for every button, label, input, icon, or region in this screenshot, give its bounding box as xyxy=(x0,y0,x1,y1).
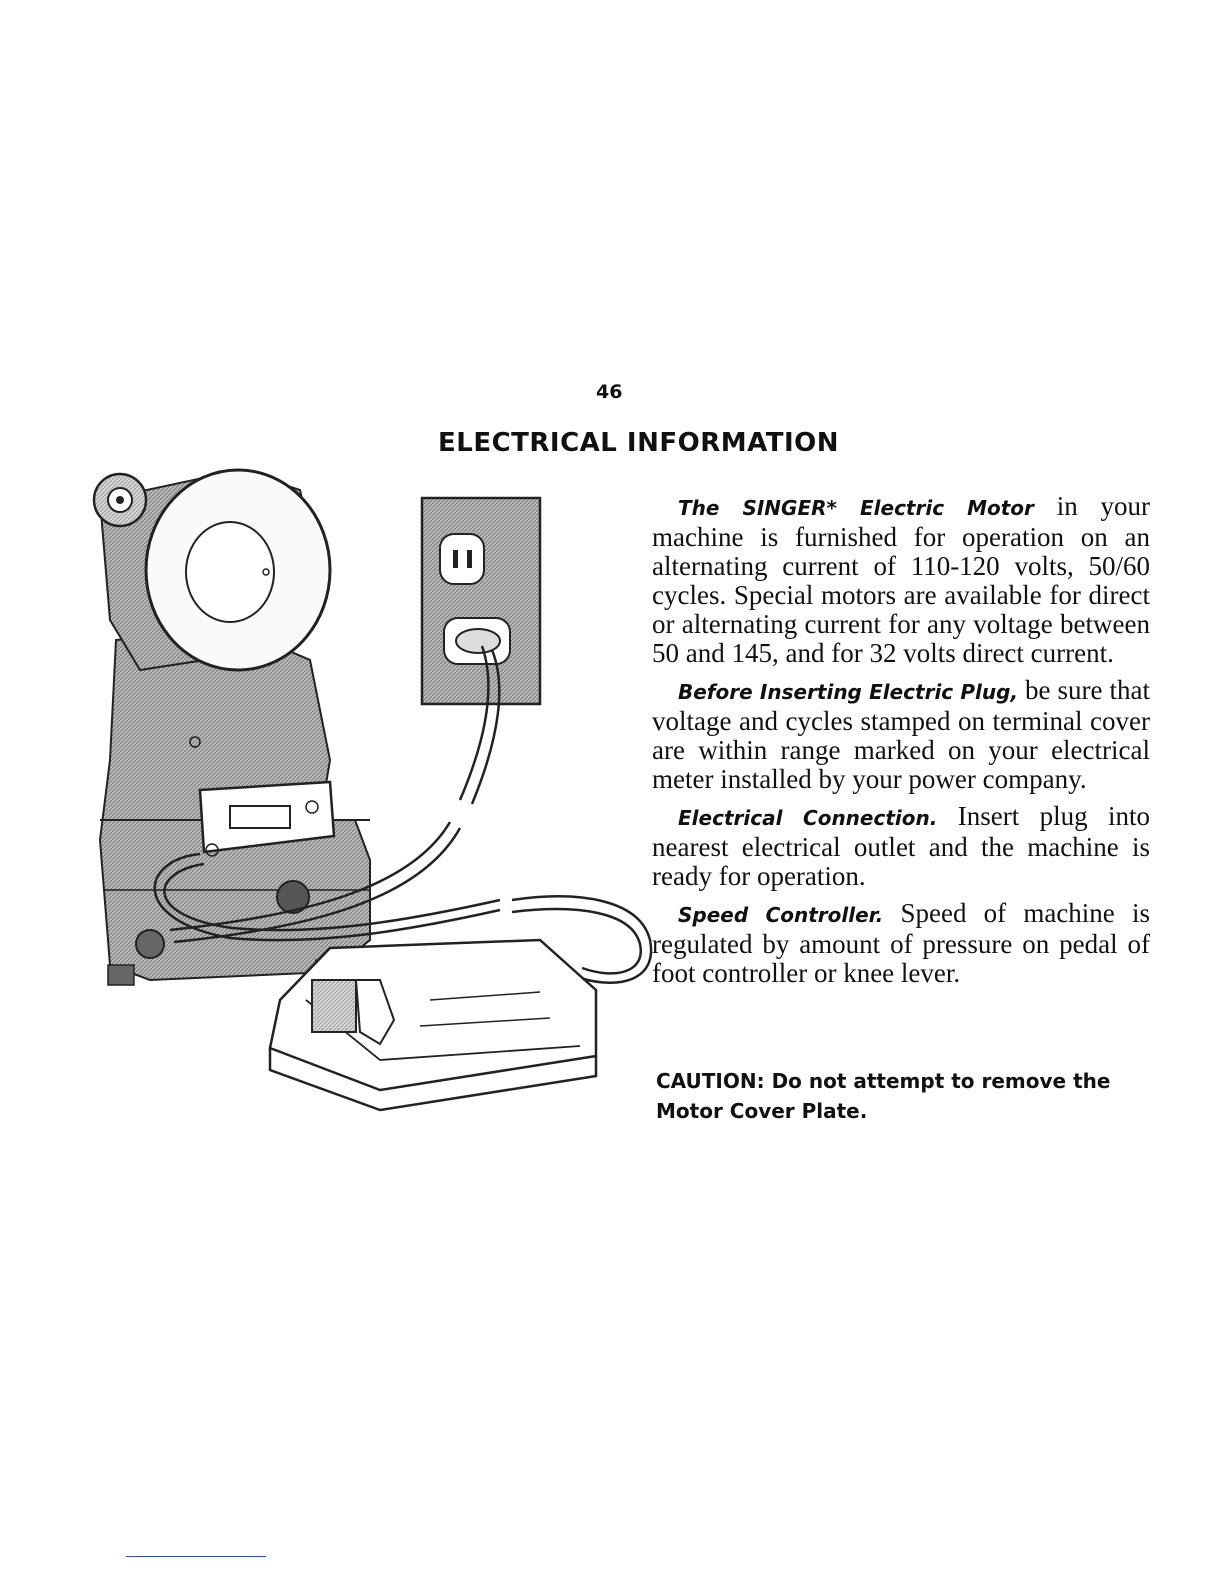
caution-text: Do not attempt to remove the Motor Cover… xyxy=(656,1069,1111,1123)
paragraph-lead: The SINGER* Electric Motor xyxy=(678,496,1034,520)
paragraph-text: in your machine is furnished for operati… xyxy=(652,491,1151,668)
paragraph-lead: Speed Controller. xyxy=(678,903,884,927)
paragraph-text: Speed of machine is regulated by amount … xyxy=(652,898,1150,988)
caution-note: CAUTION: Do not attempt to remove the Mo… xyxy=(656,1066,1126,1126)
terminal-cover-plate-icon xyxy=(198,780,336,857)
paragraph-lead: Electrical Connection. xyxy=(678,806,938,830)
page-number: 46 xyxy=(596,381,623,403)
footer-rule xyxy=(126,1556,266,1557)
paragraph-speed: Speed Controller. Speed of machine is re… xyxy=(652,899,1150,988)
foot-controller-icon xyxy=(268,938,598,1112)
paragraph-plug: Before Inserting Electric Plug, be sure … xyxy=(652,676,1150,794)
motor-icon xyxy=(92,468,332,672)
motor-outlet-controller-illustration xyxy=(80,460,660,1130)
caution-label: CAUTION: xyxy=(656,1069,765,1093)
power-cord-icon xyxy=(153,645,653,984)
paragraph-connection: Electrical Connection. Insert plug into … xyxy=(652,802,1150,891)
body-text: The SINGER* Electric Motor in your machi… xyxy=(652,492,1150,996)
paragraph-text: Insert plug into nearest electrical outl… xyxy=(652,801,1150,891)
wall-outlet-icon xyxy=(420,496,542,706)
page-title: ELECTRICAL INFORMATION xyxy=(438,428,839,458)
paragraph-motor: The SINGER* Electric Motor in your machi… xyxy=(652,492,1150,668)
paragraph-lead: Before Inserting Electric Plug, xyxy=(678,680,1019,704)
paragraph-text: be sure that voltage and cycles stamped … xyxy=(652,675,1150,794)
